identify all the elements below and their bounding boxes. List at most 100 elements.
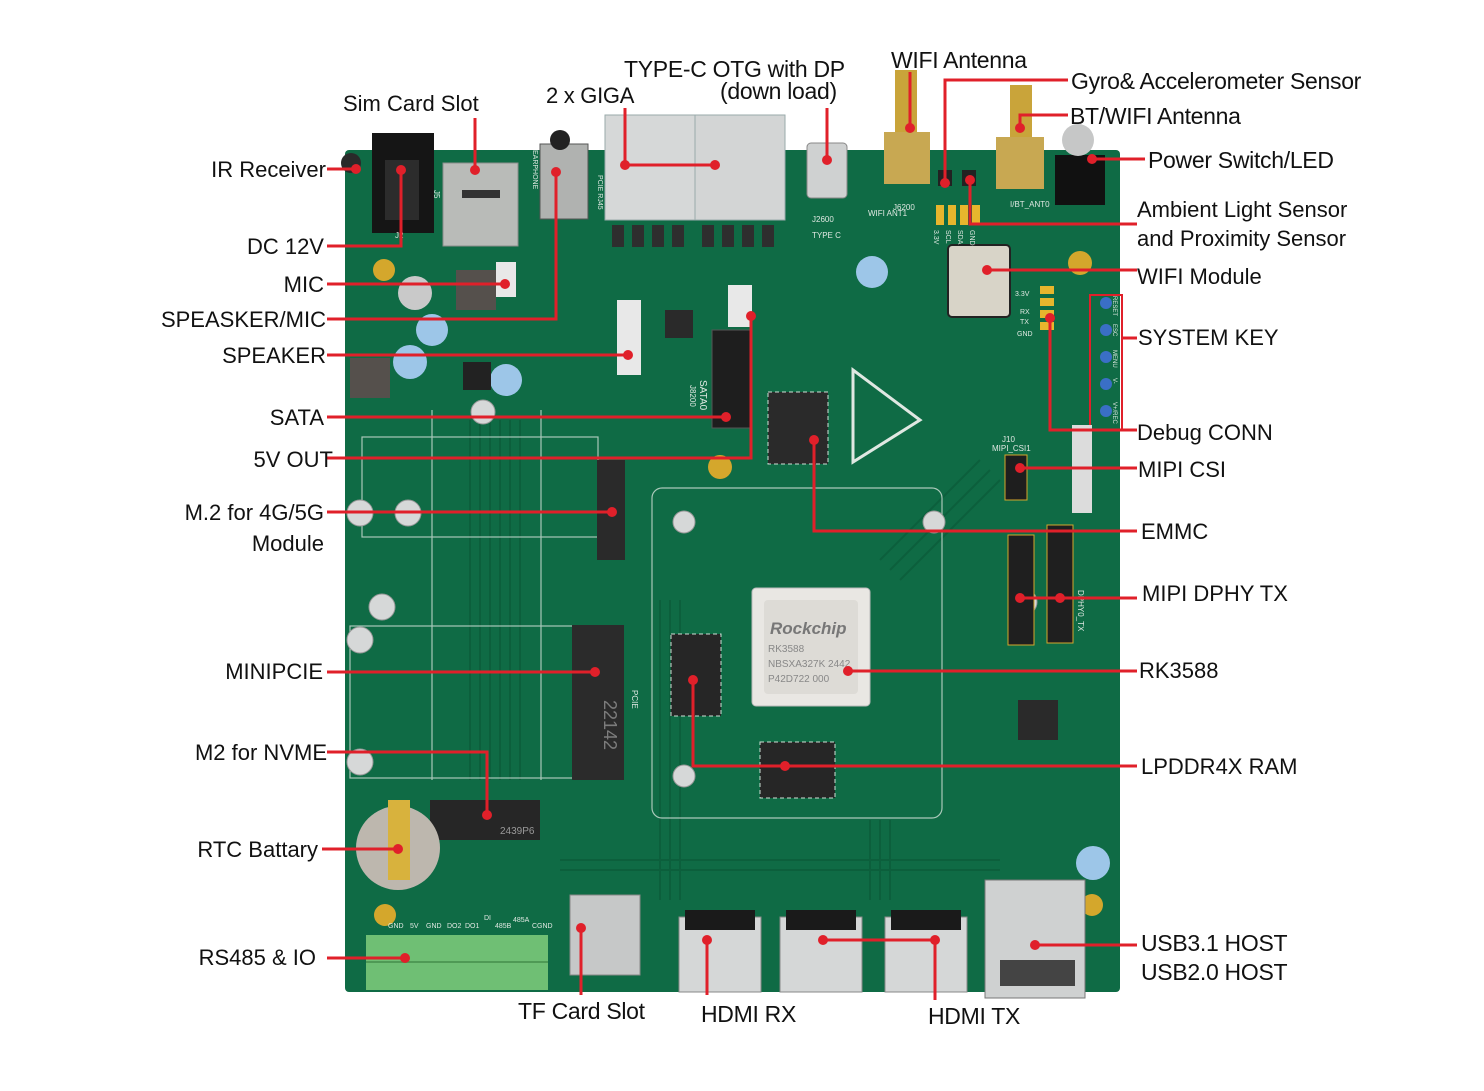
silk-keys: RESET ESC MENU V- V+/REC	[1111, 296, 1117, 425]
callout-debug	[1048, 318, 1137, 432]
sim-slot-component	[442, 162, 519, 247]
label-5v-out: 5V OUT	[253, 447, 333, 472]
emmc-chip	[767, 391, 829, 465]
pcb-traces	[469, 420, 1001, 900]
label-system-key: SYSTEM KEY	[1138, 325, 1279, 350]
silk-sata: SATA0	[697, 380, 708, 411]
label-minipcie: MINIPCIE	[225, 659, 323, 684]
svg-text:V-: V-	[1111, 378, 1117, 384]
lpddr-chip-1	[670, 633, 722, 717]
svg-text:SDA: SDA	[956, 230, 963, 245]
silk-mipi-csi1: MIPI_CSI1	[992, 444, 1031, 453]
chip-brand: Rockchip	[770, 619, 847, 638]
label-wifi-antenna: WIFI Antenna	[891, 47, 1027, 73]
wifi-antenna-connector	[895, 70, 917, 132]
callout-dc12v	[327, 170, 403, 248]
svg-text:485A: 485A	[513, 917, 530, 924]
label-m2-4g-line2: Module	[251, 531, 324, 556]
mipi-dphy-connector-2	[1046, 524, 1074, 644]
label-usb-line1: USB3.1 HOST	[1141, 930, 1288, 956]
label-dc12v: DC 12V	[246, 234, 324, 259]
chip-model: RK3588	[768, 644, 805, 655]
sensor-header	[936, 205, 980, 225]
label-tf-card-slot: TF Card Slot	[518, 998, 645, 1024]
label-hdmi-rx: HDMI RX	[701, 1001, 797, 1027]
callout-dots	[351, 123, 1097, 963]
svg-text:GND: GND	[388, 923, 404, 930]
callout-5v	[327, 316, 753, 460]
label-rs485: RS485 & IO	[198, 945, 316, 970]
label-speaker-mic: SPEASKER/MIC	[160, 307, 326, 332]
label-mipi-dphy-tx: MIPI DPHY TX	[1142, 581, 1288, 606]
svg-text:GND: GND	[1017, 331, 1033, 338]
svg-text:5V: 5V	[410, 923, 419, 930]
silk-bt-ant0: I/BT_ANT0	[1010, 200, 1050, 209]
svg-text:CGND: CGND	[532, 923, 553, 930]
svg-text:TX: TX	[1020, 319, 1029, 326]
label-mipi-csi: MIPI CSI	[1138, 457, 1227, 482]
label-usb-line2: USB2.0 HOST	[1141, 959, 1288, 985]
rj45-port-1	[604, 114, 696, 221]
silk-j2600: J2600	[812, 215, 834, 224]
label-m2-nvme: M2 for NVME	[194, 740, 327, 765]
svg-text:RX: RX	[1020, 309, 1030, 316]
label-typec-line2: (down load)	[720, 78, 837, 104]
label-sim-card-slot: Sim Card Slot	[343, 91, 479, 116]
svg-text:V+/REC: V+/REC	[1111, 402, 1117, 425]
label-sata: SATA	[269, 405, 324, 430]
svg-text:485B: 485B	[495, 923, 512, 930]
chip-line2: NBSXA327K 2442	[768, 659, 851, 670]
silk-sensor-pins: 3.3V SCL SDA GND	[932, 230, 975, 246]
nvme-slot	[430, 800, 540, 840]
lpddr-chip-2	[759, 741, 836, 799]
label-power-switch: Power Switch/LED	[1148, 147, 1334, 173]
label-speaker: SPEAKER	[222, 343, 326, 368]
callout-gyro	[943, 78, 1068, 183]
silk-j8200: J8200	[688, 385, 697, 407]
rj45-port-2	[694, 114, 786, 221]
svg-text:DO1: DO1	[465, 923, 480, 930]
silk-j6200: J6200	[893, 203, 915, 212]
svg-text:GND: GND	[426, 923, 442, 930]
minipcie-slot	[572, 625, 624, 780]
silk-debug-pins: 3.3V RX TX GND	[1015, 291, 1033, 338]
label-m2-4g-line1: M.2 for 4G/5G	[184, 500, 324, 525]
callout-ambient	[968, 180, 1137, 226]
sata-connector	[711, 329, 753, 429]
label-typec-line1: TYPE-C OTG with DP	[624, 56, 845, 82]
silk-nvme-code: 2439P6	[500, 826, 535, 837]
mipi-dphy-connector-1	[1007, 534, 1035, 646]
m2-outlines	[349, 410, 943, 819]
label-lpddr4x: LPDDR4X RAM	[1141, 754, 1298, 779]
svg-text:GND: GND	[968, 230, 975, 246]
label-emmc: EMMC	[1141, 519, 1209, 544]
silk-typec: TYPE C	[812, 231, 841, 240]
silk-minipcie-code: 22142	[600, 700, 620, 750]
svg-text:ESC: ESC	[1111, 324, 1117, 337]
label-debug-conn: Debug CONN	[1137, 420, 1273, 445]
label-ir-receiver: IR Receiver	[211, 157, 326, 182]
power-switch-component	[1055, 155, 1105, 205]
silk-wifi-ant1: WIFI ANT1	[868, 209, 908, 218]
label-ambient-line2: and Proximity Sensor	[1137, 226, 1347, 251]
silk-j5: J5	[432, 190, 441, 199]
silk-pcie-rj45: PCIE RJ45	[596, 175, 603, 210]
mipi-csi-connector	[1004, 454, 1028, 501]
svg-text:3.3V: 3.3V	[932, 230, 939, 245]
pcb-board	[345, 150, 1120, 992]
5v-out-connector	[728, 285, 752, 327]
esd-symbol	[851, 367, 923, 465]
callout-speaker-mic	[327, 172, 558, 321]
silk-pcie: PCIE	[630, 690, 639, 709]
svg-text:DO2: DO2	[447, 923, 462, 930]
label-giga: 2 x GIGA	[546, 83, 635, 108]
rk3588-soc: Rockchip RK3588 NBSXA327K 2442 P42D722 0…	[751, 587, 871, 707]
svg-text:3.3V: 3.3V	[1015, 291, 1030, 298]
callout-nvme	[327, 750, 489, 815]
svg-text:DI: DI	[484, 915, 491, 922]
silk-j10: J10	[1002, 435, 1015, 444]
callout-lines	[322, 72, 1145, 1000]
callout-lpddr	[691, 680, 1137, 768]
